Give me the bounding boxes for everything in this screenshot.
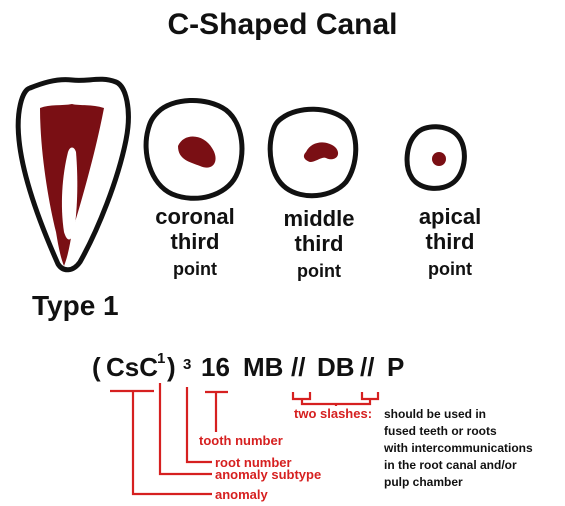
formula-open-paren: ( — [92, 352, 101, 392]
usage-note-line: fused teeth or roots — [384, 423, 562, 440]
anomaly-subtype-label: anomaly subtype — [215, 467, 321, 482]
usage-note: should be used in fused teeth or roots w… — [384, 406, 562, 491]
usage-note-line: with intercommunications — [384, 440, 562, 457]
tooth-longitudinal-section — [18, 79, 128, 270]
two-slashes-label: two slashes: — [294, 406, 372, 421]
formula-tooth: 16 — [201, 352, 230, 392]
formula-sep2: // — [360, 352, 374, 392]
formula-superscript: 1 — [157, 350, 165, 390]
usage-note-line: should be used in — [384, 406, 562, 423]
formula-root3: P — [387, 352, 404, 392]
middle-third-label: middle third point — [264, 206, 374, 281]
formula-root1: MB — [243, 352, 283, 392]
apical-third-label: apical third point — [395, 204, 505, 279]
apical-cross-section — [407, 127, 464, 189]
formula-sep1: // — [291, 352, 305, 392]
tooth-number-label: tooth number — [199, 433, 283, 448]
formula-code: CsC — [106, 352, 158, 392]
type-label: Type 1 — [32, 290, 119, 322]
usage-note-line: in the root canal and/or — [384, 457, 562, 474]
formula-close-paren: ) — [167, 352, 176, 392]
formula-exponent: 3 — [183, 356, 191, 396]
coronal-third-label: coronal third point — [140, 204, 250, 279]
formula-root2: DB — [317, 352, 355, 392]
coronal-cross-section — [146, 100, 242, 198]
middle-cross-section — [270, 109, 356, 195]
anomaly-label: anomaly — [215, 487, 268, 502]
usage-note-line: pulp chamber — [384, 474, 562, 491]
